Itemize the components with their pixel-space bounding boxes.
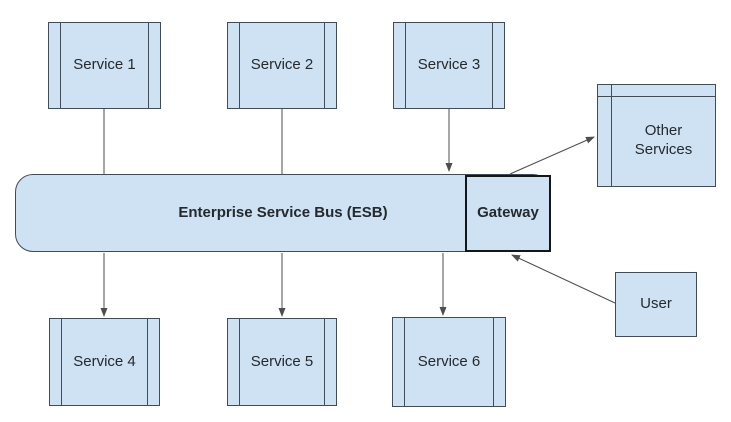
component-strip-top	[598, 96, 715, 97]
component-strip-right	[324, 23, 325, 108]
service-1-node: Service 1	[48, 22, 161, 109]
service-2-label: Service 2	[250, 56, 314, 74]
other-services-label: Other Services	[634, 122, 693, 158]
component-strip-left	[239, 23, 240, 108]
component-strip-left	[239, 319, 240, 405]
service-5-node: Service 5	[227, 318, 337, 406]
service-2-node: Service 2	[227, 22, 337, 109]
service-6-label: Service 6	[417, 352, 481, 370]
component-strip-left	[60, 23, 61, 108]
gateway-node: Gateway	[465, 175, 551, 252]
service-3-label: Service 3	[417, 56, 481, 74]
other-services-node: Other Services	[597, 84, 716, 187]
service-3-node: Service 3	[393, 22, 505, 109]
edge-gateway-other-services	[509, 136, 595, 175]
component-strip-left	[405, 23, 406, 108]
component-strip-left	[404, 318, 405, 406]
esb-bus-label: Enterprise Service Bus (ESB)	[178, 203, 388, 221]
user-node: User	[615, 272, 697, 337]
component-strip-right	[493, 318, 494, 406]
service-1-label: Service 1	[73, 56, 136, 74]
user-label: User	[640, 295, 672, 313]
component-strip-right	[324, 319, 325, 405]
edge-user-gateway	[511, 254, 616, 304]
service-4-node: Service 4	[49, 318, 160, 406]
component-strip-left	[611, 85, 612, 186]
component-strip-right	[492, 23, 493, 108]
gateway-label: Gateway	[477, 204, 539, 222]
component-strip-right	[147, 319, 148, 405]
component-strip-left	[61, 319, 62, 405]
service-4-label: Service 4	[73, 352, 136, 370]
service-6-node: Service 6	[392, 317, 506, 407]
component-strip-right	[148, 23, 149, 108]
service-5-label: Service 5	[250, 352, 314, 370]
